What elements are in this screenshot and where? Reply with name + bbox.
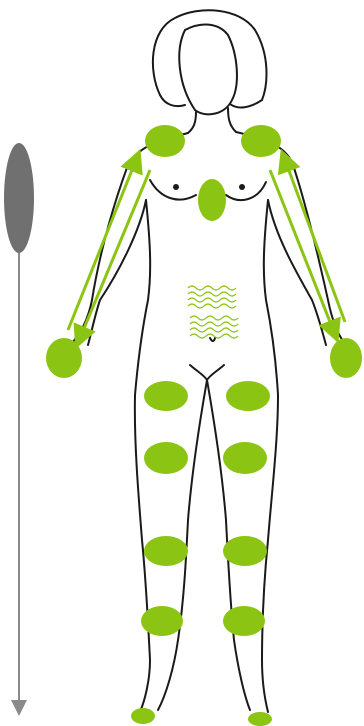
right-inner-arm xyxy=(268,200,326,345)
spot-right-knee xyxy=(223,442,267,474)
spot-right-shin xyxy=(223,536,267,566)
scale-indicator xyxy=(4,143,34,708)
treatment-spots xyxy=(46,125,362,726)
face-outline xyxy=(179,25,237,115)
spot-sternum xyxy=(198,179,226,221)
hair-left-fall xyxy=(160,95,185,106)
spot-left-shoulder xyxy=(145,125,185,157)
crotch-line xyxy=(190,365,224,380)
left-arm-arrow-down xyxy=(80,170,150,338)
spot-left-foot xyxy=(131,708,155,724)
spot-left-knee xyxy=(144,442,188,474)
abdomen-pattern xyxy=(188,286,238,338)
right-nipple xyxy=(239,184,245,190)
spot-right-shoulder xyxy=(241,125,281,157)
chest-right-line xyxy=(226,182,266,200)
spot-left-ankle xyxy=(141,606,183,636)
chest-left-line xyxy=(150,180,196,200)
left-arm-arrow-up xyxy=(68,160,136,330)
left-nipple xyxy=(173,184,179,190)
left-arm-outline xyxy=(70,133,188,345)
spot-left-thigh xyxy=(144,381,188,411)
navel xyxy=(210,338,215,341)
neck-left xyxy=(188,112,196,133)
spot-left-shin xyxy=(144,536,188,566)
spot-left-hand xyxy=(46,338,82,378)
spot-right-ankle xyxy=(223,606,265,636)
neck-right xyxy=(228,108,236,132)
scale-bulb xyxy=(4,143,34,253)
spot-right-hand xyxy=(330,338,362,378)
right-arm-arrow-up xyxy=(285,160,345,322)
right-arm-outline xyxy=(236,132,344,342)
spot-right-thigh xyxy=(226,381,270,411)
spot-right-foot xyxy=(248,712,272,726)
body-outline xyxy=(70,10,344,712)
